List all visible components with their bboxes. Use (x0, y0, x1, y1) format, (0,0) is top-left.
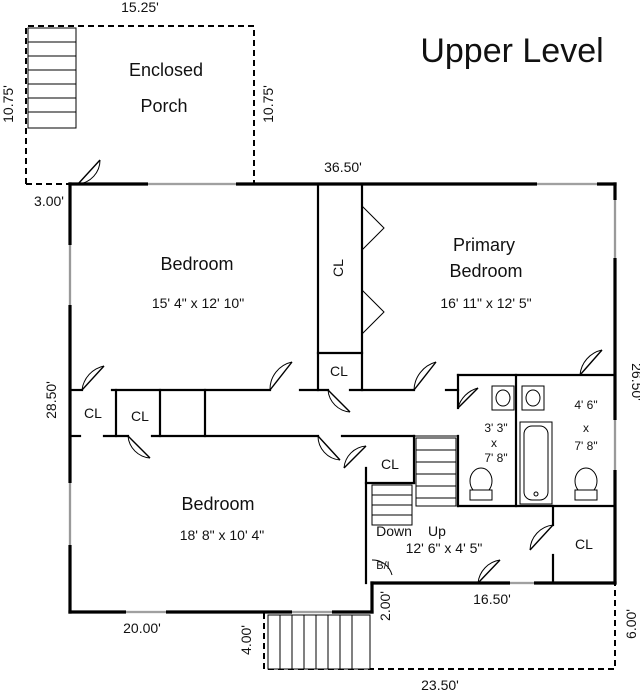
bath1-width: 3' 3" (484, 421, 507, 435)
closet-label-hall: CL (381, 456, 399, 472)
closet-label-primary-small: CL (330, 363, 348, 379)
bedroom1-size: 15' 4" x 12' 10" (152, 295, 244, 311)
doors[interactable] (77, 159, 603, 584)
closet-label-primary-wall: CL (330, 259, 346, 277)
plan-title: Upper Level (420, 32, 603, 70)
bifold-closet-doors (361, 205, 385, 335)
dim-right: 26.50' (629, 363, 640, 401)
bath2-width: 4' 6" (574, 398, 597, 412)
dim-deck-right: 6.00' (623, 609, 639, 639)
built-in-label: B/I (376, 560, 389, 572)
hall-size: 12' 6" x 4' 5" (406, 540, 483, 556)
enclosed-porch-outline (25, 25, 255, 185)
bedroom1-name: Bedroom (160, 254, 233, 274)
porch-label-line1: Enclosed (129, 60, 203, 80)
stairs-down-label: Down (376, 523, 412, 539)
dim-porch-top: 15.25' (121, 0, 159, 15)
interior-walls (68, 182, 617, 585)
stairs-up-label: Up (428, 523, 446, 539)
porch-stairs[interactable] (27, 27, 77, 129)
dim-porch-right: 10.75' (260, 85, 276, 123)
bedroom2-size: 18' 8" x 10' 4" (180, 527, 265, 543)
closet-label-left-2: CL (131, 408, 149, 424)
dim-left: 28.50' (43, 381, 59, 419)
primary-bedroom-line2: Bedroom (449, 261, 522, 281)
bathroom-fixtures (469, 385, 598, 505)
closet-label-left-1: CL (84, 405, 102, 421)
primary-bedroom-line1: Primary (453, 235, 515, 255)
dim-porch-left: 10.75' (0, 85, 16, 123)
deck-stairs[interactable] (267, 614, 371, 670)
dim-step-vertical: 2.00' (377, 591, 393, 621)
dim-porch-offset: 3.00' (34, 193, 64, 209)
dim-bottom: 23.50' (421, 677, 459, 693)
bath2-height: 7' 8" (574, 439, 597, 453)
porch-label-line2: Porch (140, 96, 187, 116)
bath2-x: x (583, 421, 589, 435)
dim-bottom-left: 20.00' (123, 620, 161, 636)
interior-stairs-down[interactable] (371, 484, 413, 526)
primary-bedroom-size: 16' 11" x 12' 5" (440, 295, 531, 311)
bath1-x: x (491, 436, 497, 450)
closet-label-bath: CL (575, 536, 593, 552)
bedroom2-name: Bedroom (181, 494, 254, 514)
dim-bottom-middle: 16.50' (473, 591, 511, 607)
interior-stairs-up[interactable] (415, 437, 457, 507)
bath1-height: 7' 8" (484, 451, 507, 465)
dim-stair-vertical: 4.00' (238, 625, 254, 655)
dim-top: 36.50' (324, 159, 362, 175)
windows (68, 182, 617, 614)
